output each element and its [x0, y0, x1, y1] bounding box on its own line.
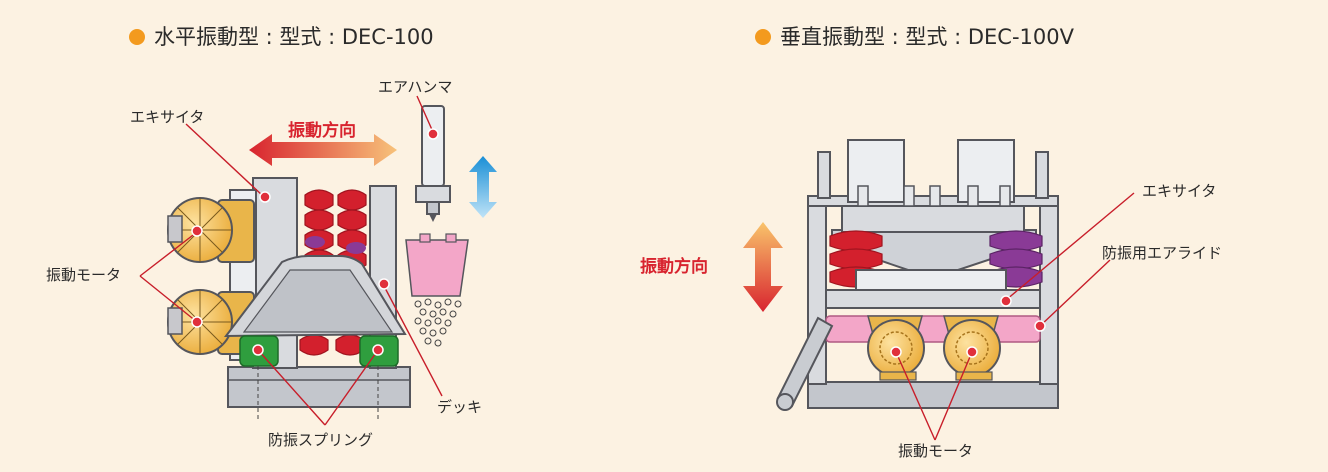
label-left-exciter: エキサイタ	[130, 108, 204, 126]
left-vertical-blue-arrow	[469, 156, 497, 218]
label-right-exciter: エキサイタ	[1142, 182, 1216, 200]
left-debris-particles	[414, 298, 462, 347]
label-deck: デッキ	[437, 398, 482, 416]
left-air-hammer	[415, 105, 451, 222]
right-vertical-arrow	[743, 222, 783, 312]
right-top-block-left	[847, 139, 905, 203]
label-air-ride: 防振用エアライド	[1102, 244, 1222, 262]
label-right-vibration-motor: 振動モータ	[898, 442, 973, 460]
label-air-hammer: エアハンマ	[378, 78, 452, 96]
right-motor-left	[867, 315, 925, 381]
left-pink-part	[405, 239, 469, 297]
left-motor-top	[167, 197, 255, 263]
right-direction-label: 振動方向	[640, 256, 708, 277]
right-base	[807, 381, 1059, 409]
left-direction-label: 振動方向	[288, 120, 356, 141]
label-anti-vibration-spring: 防振スプリング	[268, 431, 373, 449]
horizontal-vibration-machine: 振動方向	[139, 95, 497, 426]
right-title-bullet	[755, 29, 771, 45]
right-frame-right	[1039, 197, 1059, 385]
left-purple-springs	[305, 236, 366, 254]
left-base	[227, 366, 411, 408]
left-title: 水平振動型 : 型式 : DEC-100	[154, 25, 434, 49]
left-title-bullet	[129, 29, 145, 45]
label-left-vibration-motor: 振動モータ	[46, 266, 121, 284]
right-title: 垂直振動型 : 型式 : DEC-100V	[780, 25, 1075, 49]
left-horizontal-arrow	[249, 134, 397, 166]
vertical-vibration-machine	[743, 139, 1135, 441]
right-air-ride	[825, 315, 1041, 343]
